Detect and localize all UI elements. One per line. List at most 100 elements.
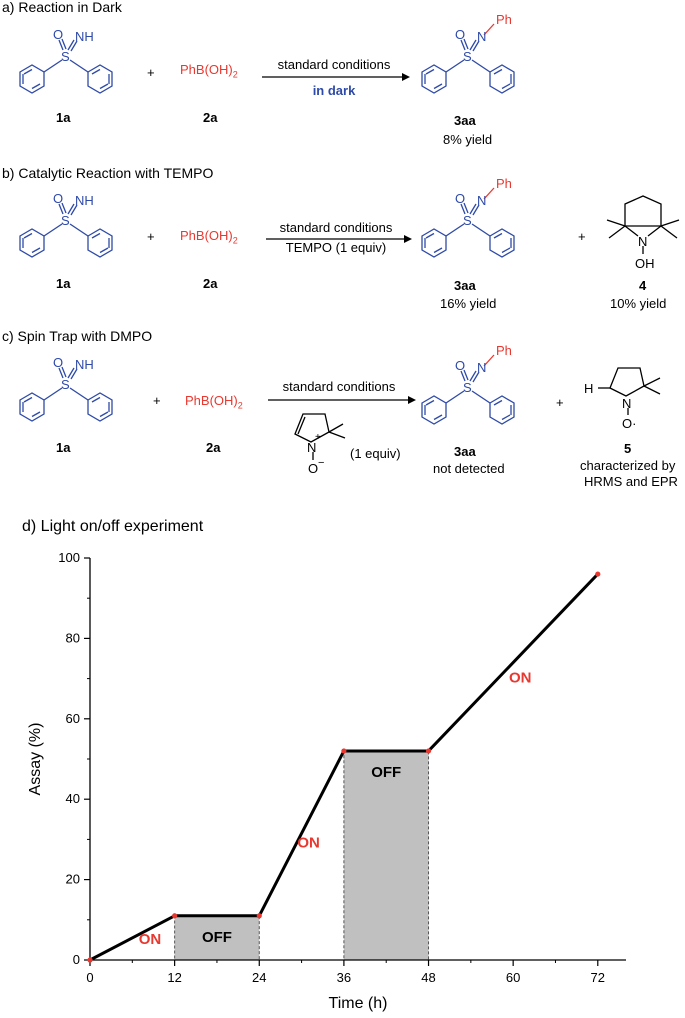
label-1a-a: 1a — [56, 110, 71, 125]
x-tick-label-0: 0 — [86, 970, 93, 985]
atom-OH: OH — [635, 256, 655, 271]
on-label-2: ON — [509, 670, 532, 687]
plus-b-1: + — [147, 229, 155, 244]
atom-N: N — [477, 193, 486, 208]
atom-N: N — [477, 29, 486, 44]
x-tick-label-3: 36 — [337, 970, 351, 985]
atom-O: O — [53, 191, 63, 206]
panel-a-label: a) Reaction in Dark — [2, 0, 122, 15]
atom-N: N — [622, 396, 631, 411]
panel-b-label: b) Catalytic Reaction with TEMPO — [2, 165, 214, 181]
label-2a-c: 2a — [206, 440, 221, 455]
molecule-3aa-panel-a: S O N Ph — [421, 12, 515, 94]
x-tick-label-2: 24 — [252, 970, 266, 985]
y-tick-label-1: 20 — [66, 872, 80, 887]
atom-NH: NH — [75, 29, 94, 44]
atom-S: S — [463, 49, 472, 64]
panel-c-label: c) Spin Trap with DMPO — [2, 328, 153, 344]
data-point-2 — [256, 913, 262, 919]
x-tick-label-4: 48 — [421, 970, 435, 985]
yield-3aa-c: not detected — [433, 461, 505, 476]
yield-3aa-a: 8% yield — [443, 132, 493, 147]
molecule-3aa-panel-c: S O N Ph — [421, 343, 515, 425]
data-point-3 — [341, 748, 347, 754]
atom-S: S — [61, 213, 70, 228]
atom-NH: NH — [75, 357, 94, 372]
condition-c-2: (1 equiv) — [350, 446, 401, 461]
data-point-0 — [87, 957, 93, 963]
data-point-5 — [595, 571, 601, 577]
atom-S: S — [463, 213, 472, 228]
atom-O: O — [53, 27, 63, 42]
molecule-1a-panel-a: S O NH — [19, 27, 113, 94]
condition-b-2: TEMPO (1 equiv) — [285, 240, 387, 255]
off-region-1 — [343, 750, 430, 961]
atom-O: O — [308, 461, 318, 476]
series-line-0 — [89, 573, 599, 962]
atom-Ph: Ph — [496, 343, 512, 358]
atom-N: N — [307, 440, 316, 455]
condition-a-2: in dark — [312, 83, 356, 98]
label-3aa-c: 3aa — [454, 444, 476, 459]
label-3aa-b: 3aa — [454, 278, 476, 293]
charge-plus: + — [315, 432, 321, 443]
molecule-dmpo: N + O − — [294, 413, 346, 476]
atom-O: O — [455, 191, 465, 206]
atom-Ph: Ph — [496, 12, 512, 27]
label-2a-a: 2a — [203, 110, 218, 125]
x-tick-label-6: 72 — [591, 970, 605, 985]
x-tick-label-1: 12 — [167, 970, 181, 985]
atom-NH: NH — [75, 193, 94, 208]
plus-c-2: + — [556, 395, 564, 410]
label-2a-b: 2a — [203, 276, 218, 291]
reaction-arrow-b — [266, 235, 412, 243]
molecule-1a-panel-b: S O NH — [19, 191, 113, 258]
molecule-3aa-panel-b: S O N Ph — [421, 176, 515, 258]
x-axis-label: Time (h) — [329, 995, 388, 1012]
off-region-0 — [174, 915, 260, 961]
chart-title: d) Light on/off experiment — [22, 518, 204, 535]
atom-S: S — [463, 380, 472, 395]
yield-4: 10% yield — [610, 296, 667, 311]
molecule-5-adduct: H N O· — [584, 367, 661, 431]
label-5: 5 — [624, 441, 632, 456]
charge-minus: − — [318, 457, 324, 469]
label-4: 4 — [639, 278, 647, 293]
atom-O: O — [53, 355, 63, 370]
yield-3aa-b: 16% yield — [440, 296, 497, 311]
y-tick-label-3: 60 — [66, 711, 80, 726]
y-axis-label: Assay (%) — [27, 723, 44, 796]
label-1a-b: 1a — [56, 276, 71, 291]
on-label-0: ON — [139, 931, 162, 948]
y-tick-label-2: 40 — [66, 791, 80, 806]
data-point-4 — [425, 748, 432, 754]
atom-N: N — [638, 234, 647, 249]
condition-c-1: standard conditions — [282, 379, 396, 394]
data-point-1 — [172, 913, 178, 919]
label-1a-c: 1a — [56, 440, 71, 455]
atom-O: O — [455, 358, 465, 373]
condition-a-1: standard conditions — [277, 57, 391, 72]
off-label-1: OFF — [371, 764, 401, 781]
note-5-line1: characterized by — [580, 458, 676, 473]
on-label-1: ON — [297, 834, 320, 851]
reagent-2a-a: PhB(OH)2 — [180, 62, 238, 80]
atom-S: S — [61, 49, 70, 64]
atom-O-radical: O· — [622, 416, 636, 431]
atom-Ph: Ph — [496, 176, 512, 191]
off-label-0: OFF — [202, 929, 232, 946]
x-tick-label-5: 60 — [506, 970, 520, 985]
molecule-4-tempoh: N OH — [606, 195, 680, 271]
atom-O: O — [455, 27, 465, 42]
plus-b-2: + — [578, 229, 586, 244]
atom-N: N — [477, 360, 486, 375]
y-tick-label-4: 80 — [66, 630, 80, 645]
note-5-line2: HRMS and EPR — [584, 474, 678, 489]
condition-b-1: standard conditions — [279, 220, 393, 235]
y-tick-label-0: 0 — [73, 952, 80, 967]
y-tick-label-5: 100 — [58, 550, 80, 565]
label-3aa-a: 3aa — [454, 113, 476, 128]
plus-c-1: + — [153, 393, 161, 408]
reagent-2a-b: PhB(OH)2 — [180, 228, 238, 246]
